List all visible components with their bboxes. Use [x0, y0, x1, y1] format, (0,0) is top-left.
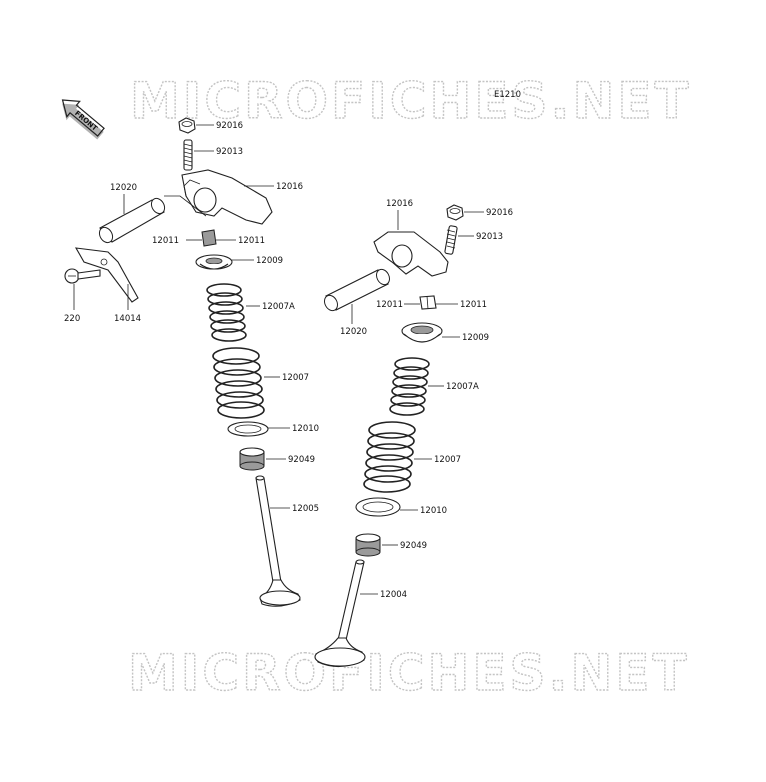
left-label-nut: 92016	[216, 121, 243, 131]
left-rocker-shaft	[98, 194, 207, 244]
right-label-rocker-shaft: 12020	[340, 327, 367, 337]
left-screw	[64, 268, 101, 310]
left-label-retainer-left: 12011	[152, 236, 179, 246]
left-label-inner-spring: 12007A	[262, 302, 295, 312]
left-label-spring-retainer: 12009	[256, 256, 283, 266]
left-label-retainer-right: 12011	[238, 236, 265, 246]
left-label-plate: 14014	[114, 314, 141, 324]
left-nut	[178, 117, 214, 134]
right-label-nut: 92016	[486, 208, 513, 218]
left-valve	[255, 475, 301, 607]
left-plate	[74, 247, 139, 310]
right-label-valve: 12004	[380, 590, 407, 600]
right-spring-seat	[355, 497, 418, 517]
right-label-adjust-screw: 92013	[476, 232, 503, 242]
left-oil-seal	[239, 447, 286, 471]
left-label-oil-seal: 92049	[288, 455, 315, 465]
diagram-code: E1210	[494, 90, 521, 100]
right-label-rocker-arm: 12016	[386, 199, 413, 209]
left-label-outer-spring: 12007	[282, 373, 309, 383]
right-valve	[314, 559, 378, 668]
left-label-screw: 220	[64, 314, 80, 324]
right-label-retainer-right: 12011	[460, 300, 487, 310]
right-spring-retainer	[401, 322, 460, 343]
left-valve-retainer	[186, 229, 236, 247]
right-oil-seal	[355, 533, 398, 557]
left-adjust-screw	[183, 139, 214, 171]
left-spring-seat	[227, 421, 290, 437]
right-label-retainer-left: 12011	[376, 300, 403, 310]
right-label-spring-seat: 12010	[420, 506, 447, 516]
right-nut	[446, 204, 484, 221]
left-inner-spring	[206, 283, 260, 342]
right-outer-spring	[363, 421, 432, 493]
left-label-rocker-shaft: 12020	[110, 183, 137, 193]
left-spring-retainer	[195, 254, 254, 270]
right-valve-retainer	[404, 295, 458, 310]
left-label-valve: 12005	[292, 504, 319, 514]
right-rocker-arm	[373, 210, 449, 277]
left-outer-spring	[212, 347, 280, 419]
watermark-bottom: MICROFICHES.NET	[128, 644, 690, 702]
right-inner-spring	[389, 357, 444, 416]
right-label-oil-seal: 92049	[400, 541, 427, 551]
front-arrow-icon: FRONT	[61, 99, 105, 140]
left-label-adjust-screw: 92013	[216, 147, 243, 157]
right-label-outer-spring: 12007	[434, 455, 461, 465]
left-label-rocker-arm: 12016	[276, 182, 303, 192]
right-adjust-screw	[444, 225, 474, 255]
left-label-spring-seat: 12010	[292, 424, 319, 434]
right-label-inner-spring: 12007A	[446, 382, 479, 392]
left-rocker-arm	[181, 169, 274, 225]
watermark-top: MICROFICHES.NET	[130, 72, 692, 130]
right-rocker-shaft	[324, 268, 390, 324]
right-label-spring-retainer: 12009	[462, 333, 489, 343]
